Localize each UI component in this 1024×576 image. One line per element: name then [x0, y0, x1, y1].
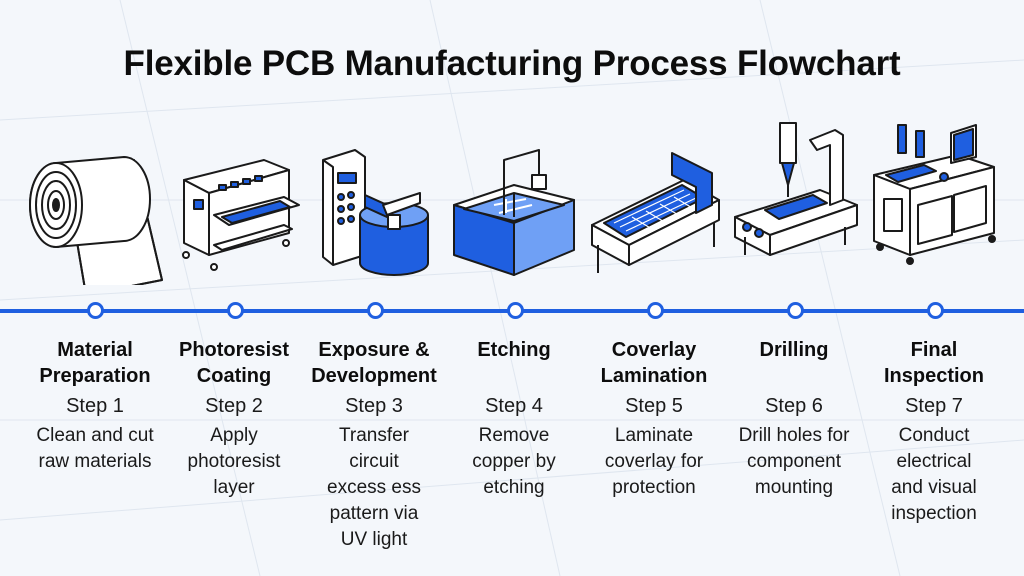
- page-title: Flexible PCB Manufacturing Process Flowc…: [123, 44, 901, 83]
- step-7-node: [927, 302, 944, 319]
- material-roll-icon: [29, 156, 163, 285]
- step-number: Step 5: [625, 395, 683, 417]
- step-3-node: [367, 302, 384, 319]
- step-description: Drill holes for component mounting: [738, 425, 850, 498]
- step-number: Step 2: [205, 395, 263, 417]
- step-number: Step 6: [765, 395, 823, 417]
- step-description: Conduct electrical and visual inspection: [891, 425, 977, 524]
- inspection-station-icon: [873, 124, 996, 265]
- step-7: Final Inspection Step 7 Conduct electric…: [864, 337, 1004, 527]
- step-number: Step 7: [905, 395, 963, 417]
- lamination-press-icon: [591, 152, 720, 273]
- step-description: Remove copper by etching: [472, 425, 556, 498]
- step-number: Step 1: [66, 395, 124, 417]
- step-4: Etching Step 4 Remove copper by etching: [444, 337, 584, 501]
- step-name: Coverlay Lamination: [600, 339, 708, 387]
- step-5-node: [647, 302, 664, 319]
- step-3: Exposure & Development Step 3 Transfer c…: [304, 337, 444, 553]
- step-6-node: [787, 302, 804, 319]
- step-1: Material Preparation Step 1 Clean and cu…: [25, 337, 165, 475]
- step-description: Apply photoresist layer: [187, 425, 281, 498]
- etching-tank-icon: [453, 149, 575, 276]
- step-number: Step 3: [345, 395, 403, 417]
- step-name: Exposure & Development: [311, 339, 437, 387]
- step-name: Photoresist Coating: [178, 339, 290, 387]
- step-number: Step 4: [485, 395, 543, 417]
- step-5: Coverlay Lamination Step 5 Laminate cove…: [584, 337, 724, 501]
- step-2-node: [227, 302, 244, 319]
- step-1-node: [87, 302, 104, 319]
- step-6: Drilling Step 6 Drill holes for componen…: [724, 337, 864, 501]
- exposure-tank-icon: [322, 149, 429, 276]
- step-4-node: [507, 302, 524, 319]
- step-description: Laminate coverlay for protection: [604, 425, 704, 498]
- coating-machine-icon: [182, 159, 300, 271]
- drilling-machine-icon: [734, 122, 858, 256]
- step-description: Clean and cut raw materials: [36, 425, 154, 472]
- step-name: Etching: [477, 339, 551, 361]
- step-2: Photoresist Coating Step 2 Apply photore…: [164, 337, 304, 501]
- step-description: Transfer circuit excess ess pattern via …: [327, 425, 421, 550]
- step-name: Material Preparation: [39, 339, 151, 387]
- step-name: Final Inspection: [883, 339, 984, 387]
- step-name: Drilling: [759, 339, 829, 361]
